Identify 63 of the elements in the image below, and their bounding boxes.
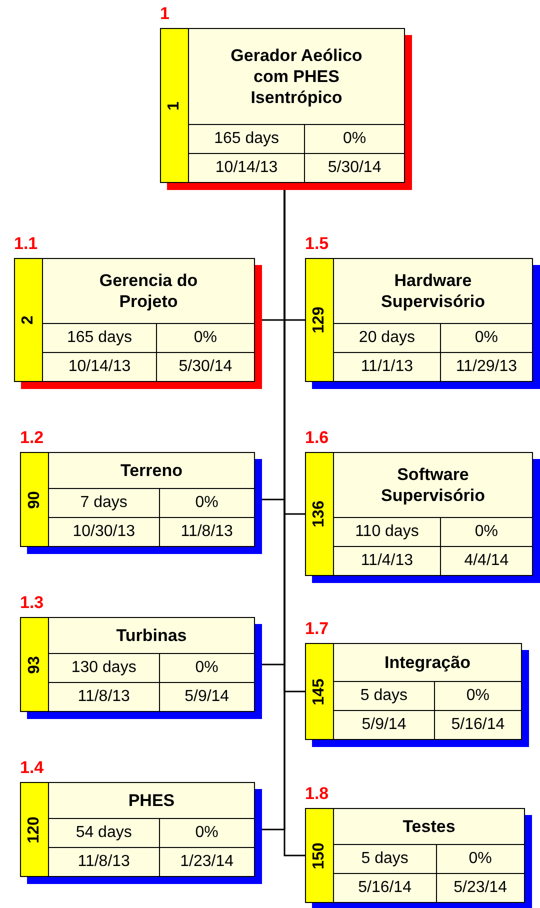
- wbs-code: 1.8: [305, 784, 329, 804]
- duration-cell: 20 days: [334, 324, 441, 352]
- task-id: 136: [310, 500, 328, 528]
- task-id: 120: [26, 816, 44, 843]
- start-date-cell: 5/16/14: [334, 874, 437, 902]
- wbs-code: 1: [160, 4, 170, 24]
- task-id: 2: [20, 316, 38, 324]
- duration-cell: 130 days: [49, 654, 160, 682]
- duration-cell: 54 days: [49, 819, 160, 847]
- finish-date-cell-text: 11/8/13: [180, 522, 234, 542]
- task-title: Hardware Supervisório: [380, 270, 486, 312]
- start-date-cell: 11/4/13: [334, 547, 441, 575]
- start-date-cell: 11/8/13: [49, 683, 160, 711]
- task-title: Testes: [402, 816, 456, 838]
- task-title: Gerador Aeólico com PHES Isentrópico: [230, 44, 364, 108]
- task-id: 1: [166, 101, 184, 110]
- progress-cell-text: 0%: [194, 493, 220, 513]
- finish-date-cell-text: 4/4/14: [463, 551, 510, 571]
- progress-cell-text: 0%: [465, 686, 491, 706]
- task-id: 145: [310, 678, 328, 705]
- task-id: 129: [310, 306, 328, 334]
- task-title: Software Supervisório: [380, 464, 486, 506]
- duration-cell: 165 days: [43, 324, 157, 352]
- duration-cell: 110 days: [334, 518, 441, 546]
- progress-cell-text: 0%: [468, 849, 493, 869]
- progress-cell-text: 0%: [194, 823, 220, 843]
- task-id: 90: [26, 490, 44, 508]
- wbs-code: 1.2: [20, 428, 44, 448]
- task-title: Gerencia do Projeto: [98, 270, 199, 312]
- wbs-code: 1.6: [305, 428, 329, 448]
- finish-date-cell-text: 5/30/14: [326, 158, 382, 178]
- wbs-code: 1.4: [20, 758, 44, 778]
- finish-date-cell-text: 11/29/13: [454, 357, 518, 377]
- wbs-code: 1.5: [305, 234, 329, 254]
- duration-cell: 5 days: [334, 682, 435, 710]
- start-date-cell: 5/9/14: [334, 711, 435, 739]
- finish-date-cell-text: 1/23/14: [179, 852, 235, 872]
- progress-cell-text: 0%: [194, 658, 220, 678]
- wbs-code: 1.1: [14, 234, 38, 254]
- finish-date-cell-text: 5/16/14: [450, 715, 506, 735]
- finish-date-cell-text: 5/30/14: [178, 357, 234, 377]
- task-id: 93: [26, 656, 44, 674]
- task-title: PHES: [128, 790, 175, 812]
- progress-cell-text: 0%: [342, 129, 368, 149]
- start-date-cell: 11/8/13: [49, 848, 160, 876]
- task-title: Terreno: [120, 460, 183, 482]
- duration-cell: 165 days: [189, 125, 306, 153]
- task-title: Turbinas: [116, 624, 187, 646]
- start-date-cell: 10/30/13: [49, 518, 160, 546]
- wbs-code: 1.3: [20, 593, 44, 613]
- task-id: 150: [310, 842, 328, 869]
- finish-date-cell-text: 5/9/14: [184, 687, 230, 707]
- progress-cell-text: 0%: [192, 328, 218, 348]
- start-date-cell: 11/1/13: [334, 353, 441, 381]
- progress-cell-text: 0%: [474, 522, 499, 542]
- start-date-cell: 10/14/13: [43, 353, 157, 381]
- duration-cell: 7 days: [49, 489, 160, 517]
- task-title: Integração: [384, 652, 470, 674]
- start-date-cell: 10/14/13: [189, 154, 306, 182]
- duration-cell: 5 days: [334, 845, 437, 873]
- wbs-code: 1.7: [305, 619, 329, 639]
- finish-date-cell-text: 5/23/14: [452, 878, 508, 898]
- progress-cell-text: 0%: [474, 328, 499, 348]
